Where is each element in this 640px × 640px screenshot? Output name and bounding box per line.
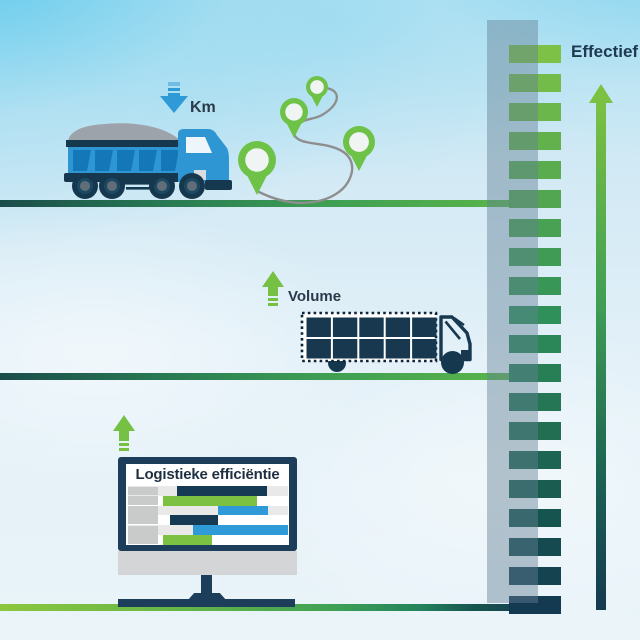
- gantt-bar: [218, 505, 268, 516]
- scale-segment: [509, 509, 561, 527]
- location-pin-icon: [238, 141, 276, 195]
- efficiency-arrow-dash: [119, 448, 129, 451]
- scale-segment: [509, 277, 561, 295]
- scale-segment: [509, 190, 561, 208]
- scale-segment: [509, 567, 561, 585]
- scale-segment: [509, 422, 561, 440]
- efficiency-up-arrow-icon: [113, 415, 135, 431]
- scale-segment: [509, 364, 561, 382]
- gantt-bar: [163, 495, 257, 506]
- gantt-row-stripe: [128, 505, 288, 516]
- gantt-header-cell: [128, 496, 158, 505]
- km-down-arrow-icon: [160, 96, 188, 113]
- scale-segment: [509, 335, 561, 353]
- km-arrow-dash: [168, 82, 180, 86]
- volume-level-line: [0, 373, 510, 380]
- location-pin-icon: [343, 126, 375, 171]
- km-level-line: [0, 200, 510, 207]
- gantt-header-cell: [128, 525, 158, 545]
- scale-segment: [509, 103, 561, 121]
- volume-arrow-shaft: [268, 287, 278, 296]
- scale-segment: [509, 74, 561, 92]
- volume-grid: [306, 317, 437, 359]
- monitor-stand-pedestal: [187, 593, 227, 601]
- location-pin-icon: [306, 76, 328, 107]
- gantt-bar: [163, 535, 212, 545]
- volume-arrow-dash: [268, 303, 278, 306]
- scale-segment: [509, 451, 561, 469]
- volume-arrow-dash: [268, 298, 278, 301]
- location-pin-icon: [280, 98, 308, 138]
- truck-wheels: [72, 173, 205, 199]
- monitor-stand-foot: [118, 599, 295, 607]
- km-arrow-dash: [168, 88, 180, 91]
- scale-segment: [509, 248, 561, 266]
- scale-segment: [509, 480, 561, 498]
- route-map-icon: [238, 76, 375, 205]
- volume-up-arrow-icon: [262, 271, 284, 287]
- route-path: [256, 133, 354, 205]
- effectief-up-arrow-icon: [589, 84, 613, 103]
- gantt-bar: [193, 525, 288, 535]
- map-pins: [238, 76, 375, 195]
- scale-segment: [509, 306, 561, 324]
- km-label: Km: [190, 99, 216, 116]
- efficiency-level-line: [0, 604, 540, 611]
- gantt-header-cell: [128, 486, 158, 496]
- km-arrow-shaft: [168, 93, 180, 96]
- scale-segment: [509, 219, 561, 237]
- monitor-base: [118, 551, 297, 575]
- efficiency-arrow-dash: [119, 443, 129, 446]
- gantt-header-cell: [128, 506, 158, 525]
- dump-truck-icon: [64, 123, 232, 199]
- volume-truck-icon: [300, 311, 472, 374]
- effectief-label: Effectief: [571, 42, 639, 61]
- efficiency-arrow-shaft: [119, 431, 129, 441]
- gantt-chart: [128, 486, 288, 545]
- scale-segment: [509, 132, 561, 150]
- scale-segment: [509, 393, 561, 411]
- effectiveness-bar: [487, 20, 538, 603]
- scale-segment: [509, 596, 561, 614]
- gantt-bar: [177, 486, 267, 496]
- effectief-arrow-shaft: [596, 101, 606, 610]
- scale-segment: [509, 45, 561, 63]
- monitor-title: Logistieke efficiëntie: [135, 466, 280, 483]
- scale-segment: [509, 161, 561, 179]
- monitor-stand-pole: [201, 575, 212, 595]
- scale-segment: [509, 538, 561, 556]
- gantt-bar: [170, 515, 218, 526]
- volume-label: Volume: [288, 288, 342, 305]
